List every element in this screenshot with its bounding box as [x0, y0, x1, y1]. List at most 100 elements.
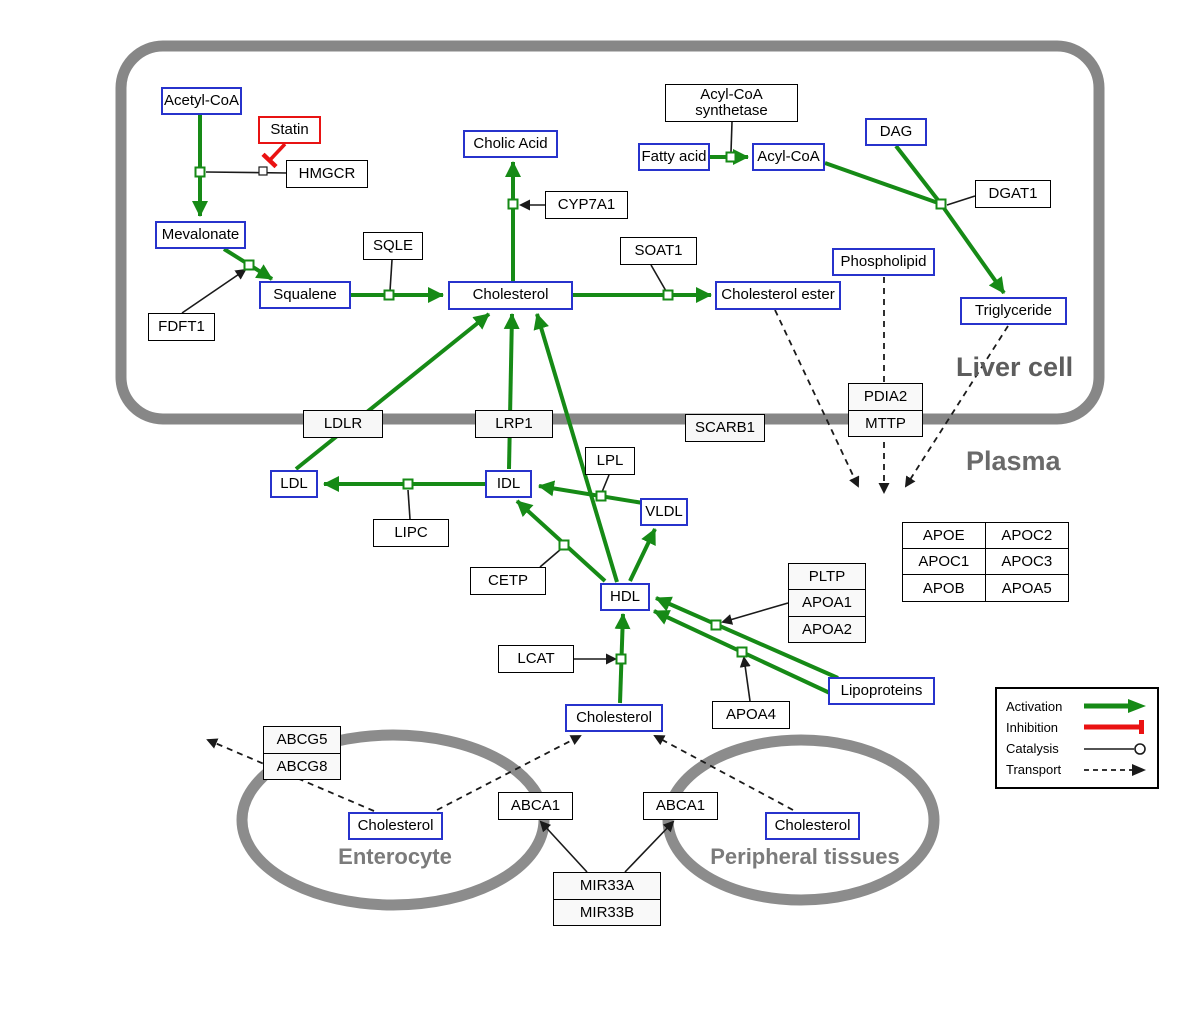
legend-catalysis-label: Catalysis [1006, 741, 1059, 757]
node-lipoproteins[interactable]: Lipoproteins [828, 677, 935, 705]
node-triglyceride[interactable]: Triglyceride [960, 297, 1067, 325]
node-mir33a[interactable]: MIR33A [554, 873, 660, 899]
reaction-node [710, 619, 722, 631]
node-acetyl-coa[interactable]: Acetyl-CoA [161, 87, 242, 115]
liver-cell-label: Liver cell [956, 352, 1074, 382]
node-dgat1[interactable]: DGAT1 [975, 180, 1051, 208]
legend-transport-label: Transport [1006, 762, 1062, 778]
node-abca1-enterocyte[interactable]: ABCA1 [498, 792, 573, 820]
node-cholesterol-ester[interactable]: Cholesterol ester [715, 281, 841, 310]
node-lcat[interactable]: LCAT [498, 645, 574, 673]
edge-peripheral-cholesterol-efflux [653, 735, 794, 811]
edge-acylcoa-dgat1node [824, 161, 942, 206]
legend-activation-label: Activation [1006, 698, 1063, 714]
node-soat1[interactable]: SOAT1 [620, 237, 697, 265]
node-apoa5[interactable]: APOA5 [1001, 579, 1052, 597]
edge-cetp-catalysis [539, 548, 562, 568]
node-hmgcr[interactable]: HMGCR [286, 160, 368, 188]
node-apoa2[interactable]: APOA2 [789, 615, 865, 642]
node-apob[interactable]: APOB [903, 575, 986, 601]
edge-lipoproteins-hdl-upper [655, 596, 839, 680]
node-cetp[interactable]: CETP [470, 567, 546, 595]
node-lpl[interactable]: LPL [585, 447, 635, 475]
enterocyte-membrane [236, 729, 550, 911]
node-abca1-peripheral[interactable]: ABCA1 [643, 792, 718, 820]
reaction-node [507, 198, 519, 210]
plasma-label: Plasma [966, 446, 1061, 476]
edge-fdft1-catalysis [181, 268, 247, 314]
node-acyl-coa-synthetase[interactable]: Acyl-CoA synthetase [665, 84, 798, 122]
edge-sqle-catalysis [389, 259, 393, 292]
node-idl[interactable]: IDL [485, 470, 532, 498]
edge-hdl-vldl [628, 528, 657, 582]
edge-vldl-idl [538, 480, 644, 505]
node-mir33b[interactable]: MIR33B [554, 898, 660, 925]
node-apoa4[interactable]: APOA4 [712, 701, 790, 729]
node-apoa1[interactable]: APOA1 [789, 589, 865, 616]
node-lrp1[interactable]: LRP1 [475, 410, 553, 438]
reaction-node [615, 653, 627, 665]
node-cyp7a1[interactable]: CYP7A1 [545, 191, 628, 219]
node-dag[interactable]: DAG [865, 118, 927, 146]
node-mevalonate[interactable]: Mevalonate [155, 221, 246, 249]
edge-soat1-catalysis [650, 264, 667, 292]
node-ldl[interactable]: LDL [270, 470, 318, 498]
node-statin[interactable]: Statin [258, 116, 321, 144]
legend-row-catalysis: Catalysis [1006, 739, 1148, 759]
reaction-node [383, 289, 395, 301]
edge-ldl-uptake-ldlr [294, 312, 491, 471]
edge-hmgcr-catalysis [205, 171, 288, 174]
node-cholesterol-peripheral[interactable]: Cholesterol [765, 812, 860, 840]
node-pdia2[interactable]: PDIA2 [849, 384, 922, 410]
legend-row-transport: Transport [1006, 760, 1148, 780]
reaction-node [935, 198, 947, 210]
node-abcg5[interactable]: ABCG5 [264, 727, 340, 753]
node-apoc2[interactable]: APOC2 [985, 523, 1068, 549]
node-lipc[interactable]: LIPC [373, 519, 449, 547]
node-vldl[interactable]: VLDL [640, 498, 688, 526]
edge-hdl-uptake [533, 313, 619, 583]
node-acyl-coa[interactable]: Acyl-CoA [752, 143, 825, 171]
node-hdl[interactable]: HDL [600, 583, 650, 611]
catalysis-anchor-square [258, 166, 268, 176]
legend-inhibition-label: Inhibition [1006, 719, 1059, 735]
reaction-nodes [194, 151, 947, 665]
edge-lipc-catalysis [407, 489, 411, 520]
peripheral-tissues-label: Peripheral tissues [710, 844, 900, 869]
edge-dgat1-catalysis [946, 195, 976, 206]
peripheral-tissues-membrane [662, 734, 940, 906]
node-fatty-acid[interactable]: Fatty acid [638, 143, 710, 171]
node-fdft1[interactable]: FDFT1 [148, 313, 215, 341]
edge-enterocyte-cholesterol-efflux [436, 735, 582, 811]
node-mttp[interactable]: MTTP [849, 409, 922, 436]
node-apoe[interactable]: APOE [903, 523, 986, 549]
edge-mir33-abca1-right [624, 820, 675, 873]
node-squalene[interactable]: Squalene [259, 281, 351, 309]
acs-label-line2: synthetase [695, 102, 768, 119]
catalysis-edges [181, 121, 976, 873]
inhibition-tbar-icon [1084, 720, 1144, 735]
node-ldlr[interactable]: LDLR [303, 410, 383, 438]
edge-dag-dgat1node [894, 144, 943, 206]
liver-cell-membrane [115, 40, 1105, 425]
reaction-node [194, 166, 206, 178]
catalysis-circle-icon [1084, 742, 1146, 755]
node-scarb1[interactable]: SCARB1 [685, 414, 765, 442]
node-abcg8[interactable]: ABCG8 [264, 752, 340, 779]
node-sqle[interactable]: SQLE [363, 232, 423, 260]
node-apoc3[interactable]: APOC3 [985, 549, 1068, 575]
edge-apoa4-catalysis [739, 656, 751, 702]
acs-label-line1: Acyl-CoA [700, 85, 763, 103]
node-cholesterol-plasma[interactable]: Cholesterol [565, 704, 663, 732]
node-phospholipid[interactable]: Phospholipid [832, 248, 935, 276]
legend: Activation Inhibition Catalysis Transpor… [995, 687, 1159, 789]
edge-apoa-group-catalysis [721, 602, 789, 625]
reaction-node [558, 539, 570, 551]
node-cholesterol-liver[interactable]: Cholesterol [448, 281, 573, 310]
node-pltp[interactable]: PLTP [789, 564, 865, 590]
reaction-node [725, 151, 737, 163]
node-apoc1[interactable]: APOC1 [903, 549, 986, 575]
node-cholic-acid[interactable]: Cholic Acid [463, 130, 558, 158]
node-cholesterol-enterocyte[interactable]: Cholesterol [348, 812, 443, 840]
